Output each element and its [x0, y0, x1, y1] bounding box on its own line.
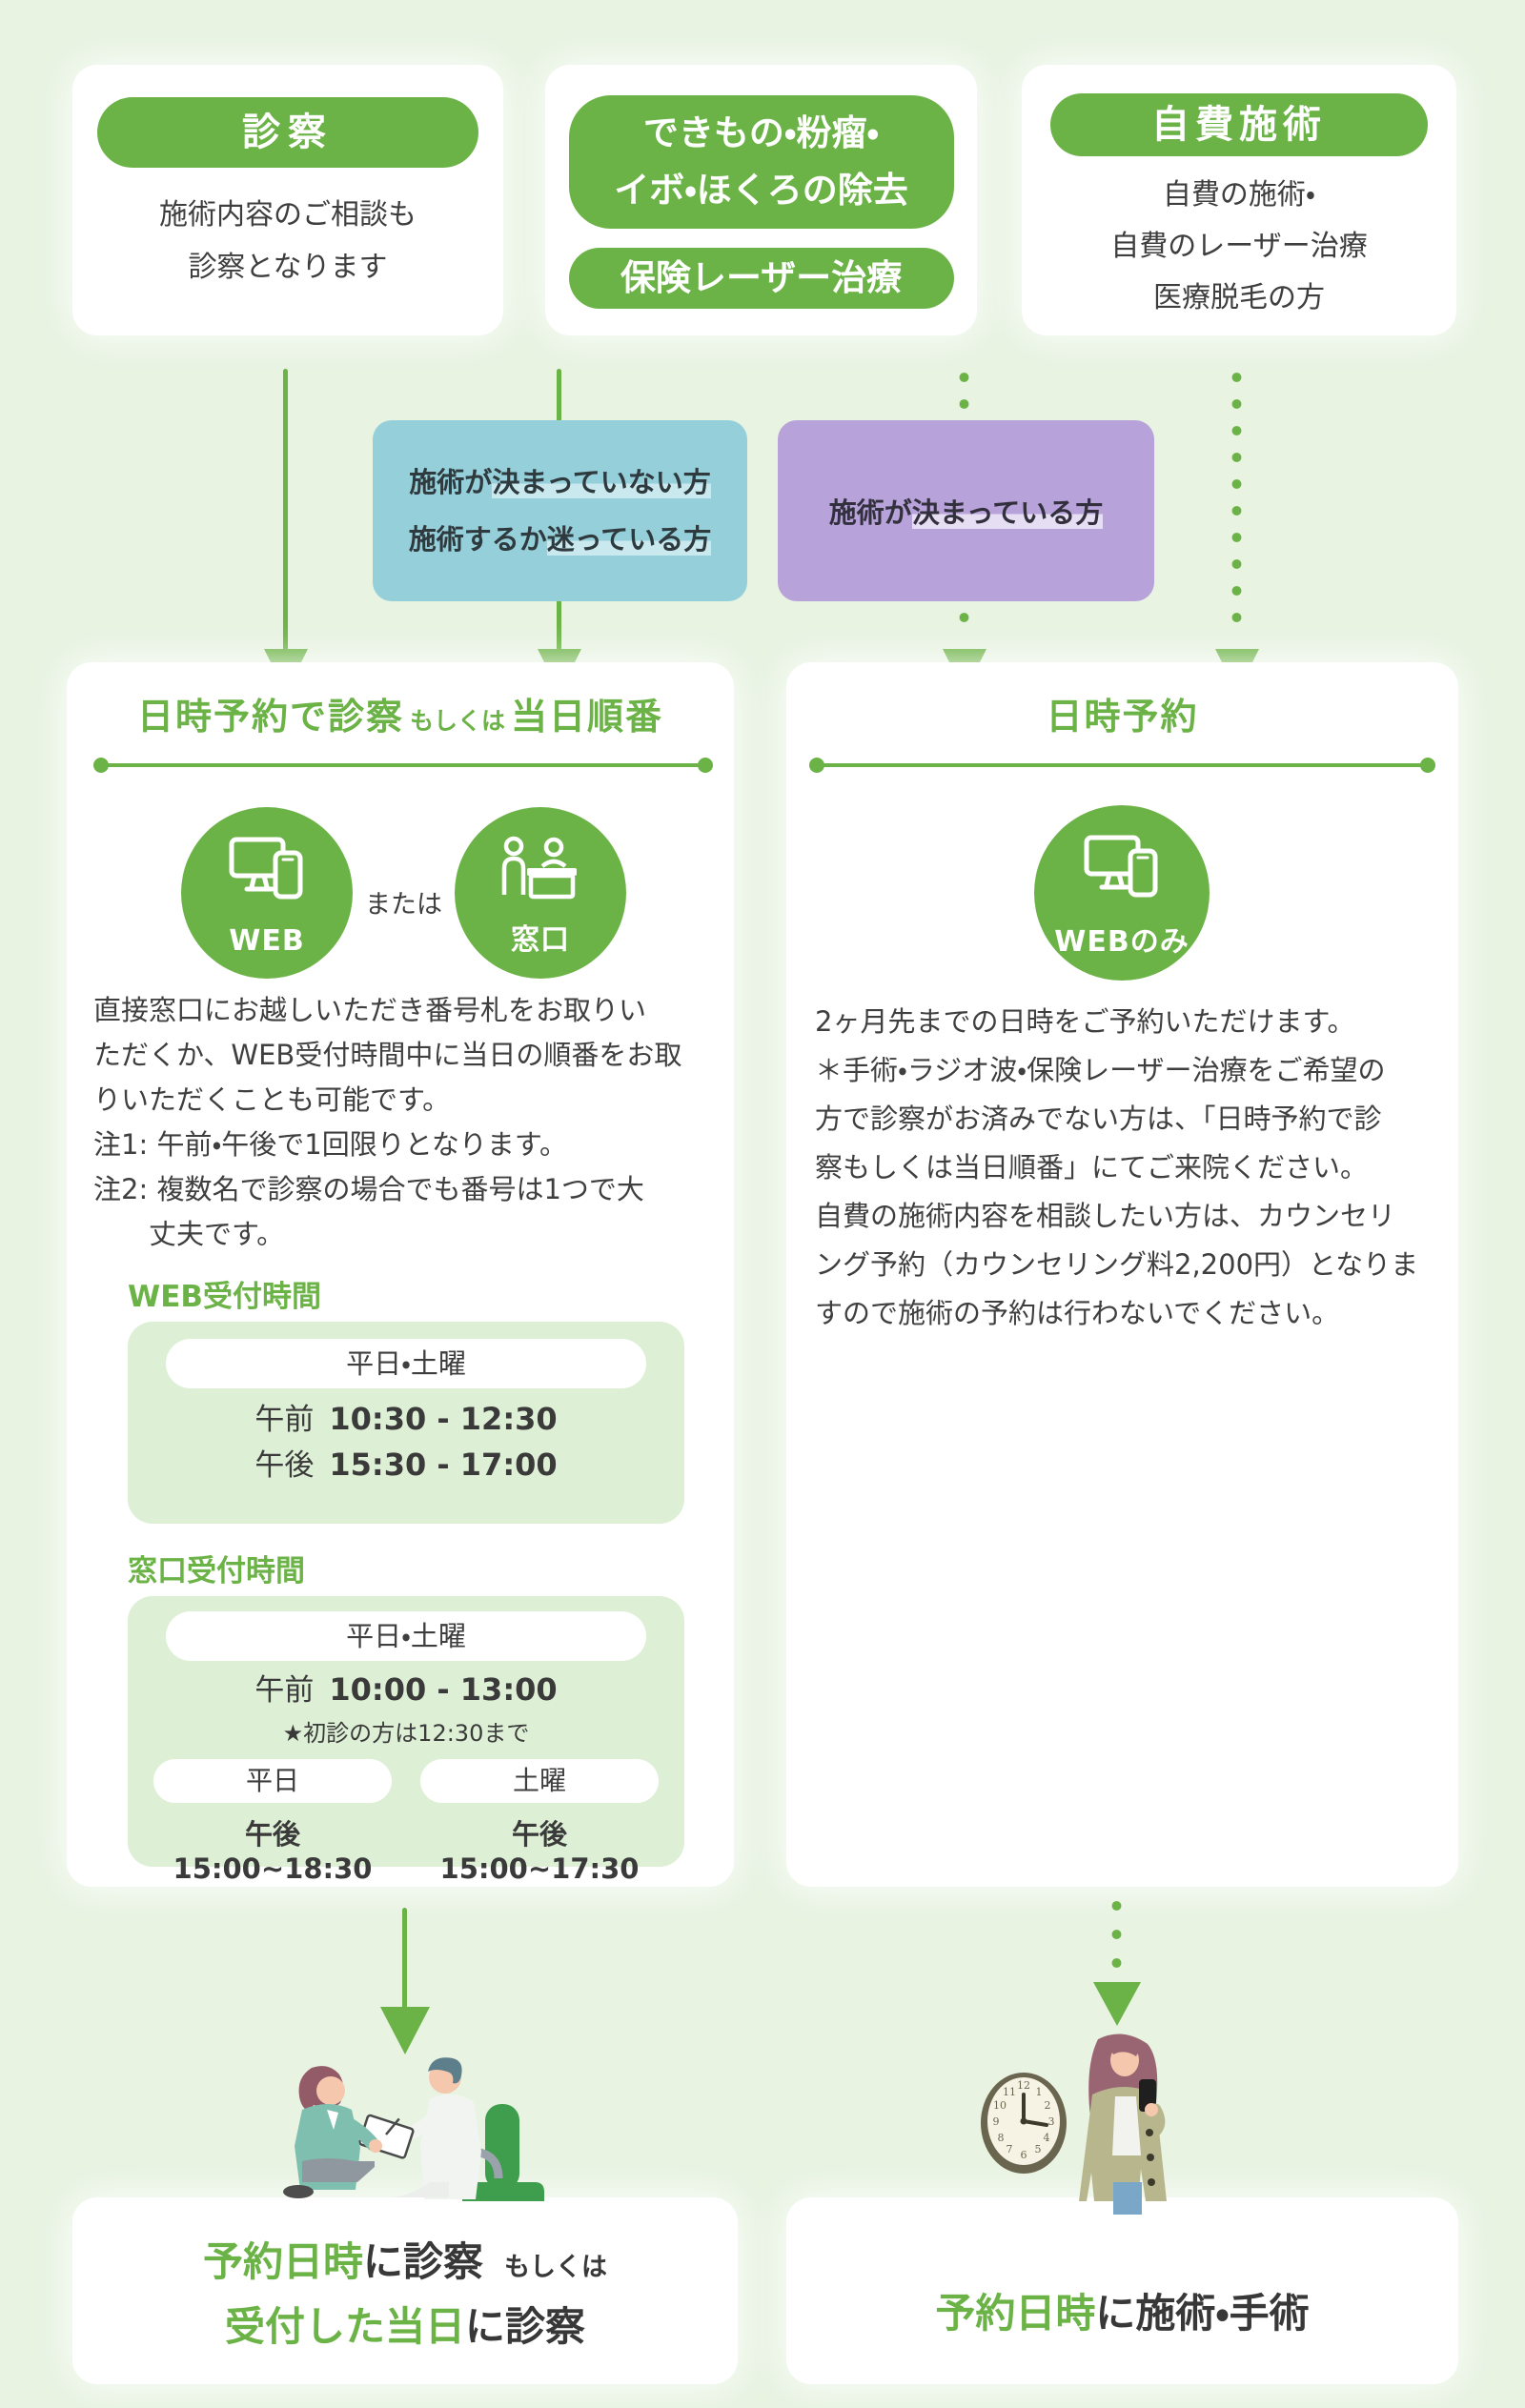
card-selfpay: 自費施術 自費の施術・ 自費のレーザー治療 医療脱毛の方 — [1022, 65, 1456, 335]
svg-text:12: 12 — [1017, 2079, 1030, 2092]
dotted-arrow-outcome-right-head — [1093, 1982, 1141, 2026]
right-panel-title: 日時予約 — [1046, 696, 1199, 738]
panel-web-reservation: 日時予約 WEBのみ 2ヶ月先までの日時をご予約いただけます。 ＊手術・ラジオ波… — [786, 662, 1458, 1887]
card-outcome-consult: 予約日時に診察もしくは 受付した当日に診察 — [72, 2197, 738, 2384]
weekday-pm-time: 午後 15:00~18:30 — [173, 1818, 373, 1885]
panel-web-or-counter: 日時予約で診察もしくは当日順番 WEB または 窓口 — [67, 662, 734, 1887]
counter-day-pills: 平日 土曜 — [128, 1759, 684, 1803]
left-panel-paragraph: 直接窓口にお越しいただき番号札をお取りい ただくか、WEB受付時間中に当日の順番… — [93, 994, 682, 1250]
right-panel-paragraph: 2ヶ月先までの日時をご予約いただけます。 ＊手術・ラジオ波・保険レーザー治療をご… — [815, 1005, 1419, 1329]
svg-text:8: 8 — [998, 2132, 1005, 2144]
selfpay-pill: 自費施術 — [1050, 93, 1428, 156]
svg-text:6: 6 — [1021, 2149, 1027, 2161]
or-label: または — [365, 890, 442, 920]
solid-arrow-consult — [283, 369, 288, 651]
counter-hours-heading: 窓口受付時間 — [128, 1554, 305, 1588]
web-circle: WEB — [181, 807, 353, 979]
svg-text:5: 5 — [1035, 2143, 1042, 2155]
outcome-consult-line2: 受付した当日に診察 — [224, 2303, 586, 2350]
card-consult: 診察 施術内容のご相談も 診察となります — [72, 65, 503, 335]
svg-text:3: 3 — [1048, 2115, 1055, 2128]
branch-undecided-label: 施術が決まっていない方 施術するか迷っている方 — [373, 420, 747, 601]
svg-text:2: 2 — [1045, 2099, 1051, 2112]
weekday-pill: 平日 — [153, 1759, 392, 1803]
web-hours-days: 平日・土曜 — [166, 1339, 646, 1388]
monitor-phone-icon — [1084, 835, 1158, 898]
doctor-patient-illustration — [243, 2039, 558, 2207]
right-panel-divider — [809, 758, 1435, 773]
left-panel-divider — [93, 758, 713, 773]
consult-description: 施術内容のご相談も 診察となります — [159, 198, 417, 284]
woman-phone-illustration — [1056, 2018, 1199, 2227]
svg-text:9: 9 — [993, 2115, 1000, 2128]
saturday-pill: 土曜 — [420, 1759, 659, 1803]
outcome-procedure-line: 予約日時に施術・手術 — [935, 2290, 1310, 2337]
dotted-arrow-outcome-right — [1111, 1898, 1123, 1982]
web-only-circle: WEBのみ — [1034, 805, 1210, 981]
removal-pill: できもの・粉瘤・ イボ・ほくろの除去 — [568, 95, 954, 229]
selfpay-description: 自費の施術・ 自費のレーザー治療 医療脱毛の方 — [1110, 178, 1368, 314]
solid-arrow-outcome-left-head — [380, 2007, 430, 2054]
svg-text:7: 7 — [1006, 2143, 1013, 2155]
insurance-laser-pill: 保険レーザー治療 — [568, 248, 954, 309]
saturday-pm-time: 午後 15:00~17:30 — [439, 1818, 640, 1885]
counter-pm-times: 午後 15:00~18:30 午後 15:00~17:30 — [128, 1812, 684, 1885]
card-outcome-procedure: 予約日時に施術・手術 — [786, 2197, 1458, 2384]
branch-decided-label: 施術が決まっている方 — [778, 420, 1154, 601]
left-panel-title: 日時予約で診察もしくは当日順番 — [136, 696, 664, 738]
consult-pill: 診察 — [97, 97, 478, 168]
card-removal: できもの・粉瘤・ イボ・ほくろの除去 保険レーザー治療 — [545, 65, 977, 335]
counter-circle: 窓口 — [455, 807, 626, 979]
outcome-consult-line1: 予約日時に診察もしくは — [202, 2238, 608, 2285]
reception-desk-icon — [501, 836, 577, 900]
svg-text:10: 10 — [993, 2099, 1006, 2112]
web-hours-heading: WEB受付時間 — [128, 1280, 321, 1314]
first-visit-note: ★初診の方は12:30まで — [282, 1720, 530, 1747]
svg-text:11: 11 — [1003, 2086, 1016, 2098]
counter-hours-days: 平日・土曜 — [166, 1611, 646, 1661]
solid-arrow-outcome-left — [402, 1908, 407, 2009]
svg-text:1: 1 — [1036, 2086, 1043, 2098]
monitor-phone-icon — [229, 837, 303, 900]
svg-text:4: 4 — [1044, 2132, 1050, 2144]
dotted-arrow-selfpay — [1231, 370, 1242, 638]
